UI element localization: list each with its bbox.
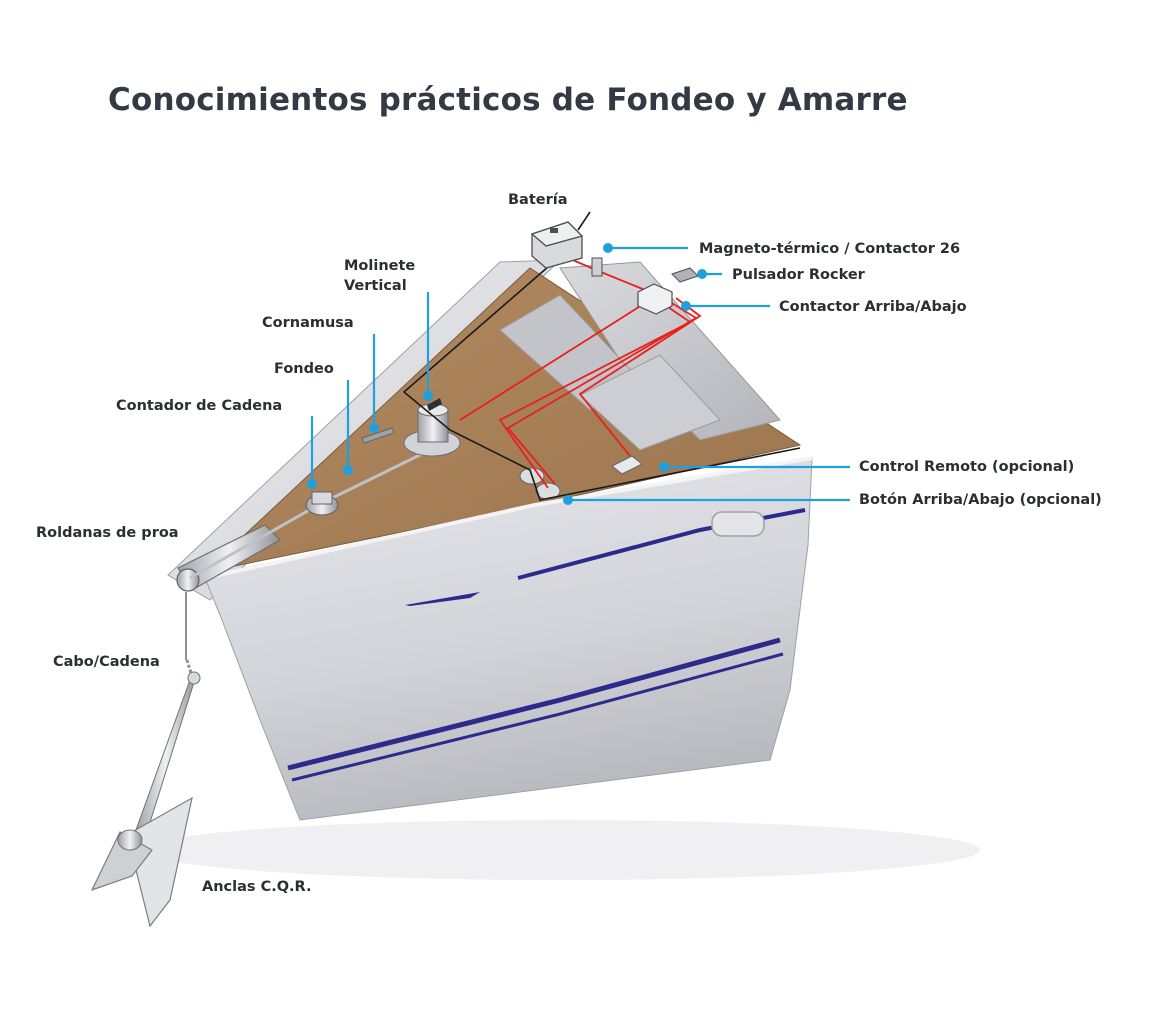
label-cabo: Cabo/Cadena — [53, 654, 160, 670]
windlass — [403, 398, 461, 457]
side-fairlead — [711, 511, 765, 537]
circuit-breaker — [591, 257, 603, 277]
contactor-box — [637, 283, 673, 315]
label-anclas: Anclas C.Q.R. — [202, 879, 312, 895]
bow-roller-wheel — [176, 568, 200, 592]
label-molinete-line1: Molinete — [344, 258, 416, 274]
wire-red-loop-1 — [498, 304, 692, 489]
leader-lines — [310, 246, 850, 502]
chain-counter — [305, 491, 339, 516]
label-fondeo: Fondeo — [274, 361, 334, 377]
cabin-top — [559, 261, 781, 441]
deck-rail — [204, 456, 813, 580]
cqr-anchor — [90, 671, 201, 928]
label-magneto: Magneto-térmico / Contactor 26 — [699, 241, 961, 257]
wire-red-windlass — [459, 299, 651, 421]
label-contactor: Contactor Arriba/Abajo — [779, 299, 967, 315]
wire-black-main — [402, 259, 801, 501]
rocker-switch — [671, 267, 699, 283]
leader-dots — [307, 243, 707, 505]
anchor-chain — [185, 659, 194, 677]
label-roldanas: Roldanas de proa — [36, 525, 179, 541]
label-bateria: Batería — [508, 192, 568, 208]
wire-black-battery — [577, 211, 591, 231]
cleat — [361, 427, 395, 444]
label-cornamusa: Cornamusa — [262, 315, 354, 331]
label-molinete-line2: Vertical — [344, 278, 407, 294]
label-contador: Contador de Cadena — [116, 398, 283, 414]
hull-stripe-low-2 — [291, 652, 784, 782]
battery — [530, 221, 584, 269]
page-title: Conocimientos prácticos de Fondeo y Amar… — [108, 82, 908, 118]
hull-stripe-low-1 — [287, 637, 781, 771]
label-pulsador: Pulsador Rocker — [732, 267, 865, 283]
remote-control — [611, 455, 643, 475]
label-control: Control Remoto (opcional) — [859, 459, 1075, 475]
hull-shadow — [140, 820, 980, 880]
label-boton: Botón Arriba/Abajo (opcional) — [859, 492, 1102, 508]
cabin-hatch — [579, 354, 721, 451]
hull-stripe-mid — [517, 508, 806, 580]
hull-stripe-upper — [405, 592, 480, 606]
